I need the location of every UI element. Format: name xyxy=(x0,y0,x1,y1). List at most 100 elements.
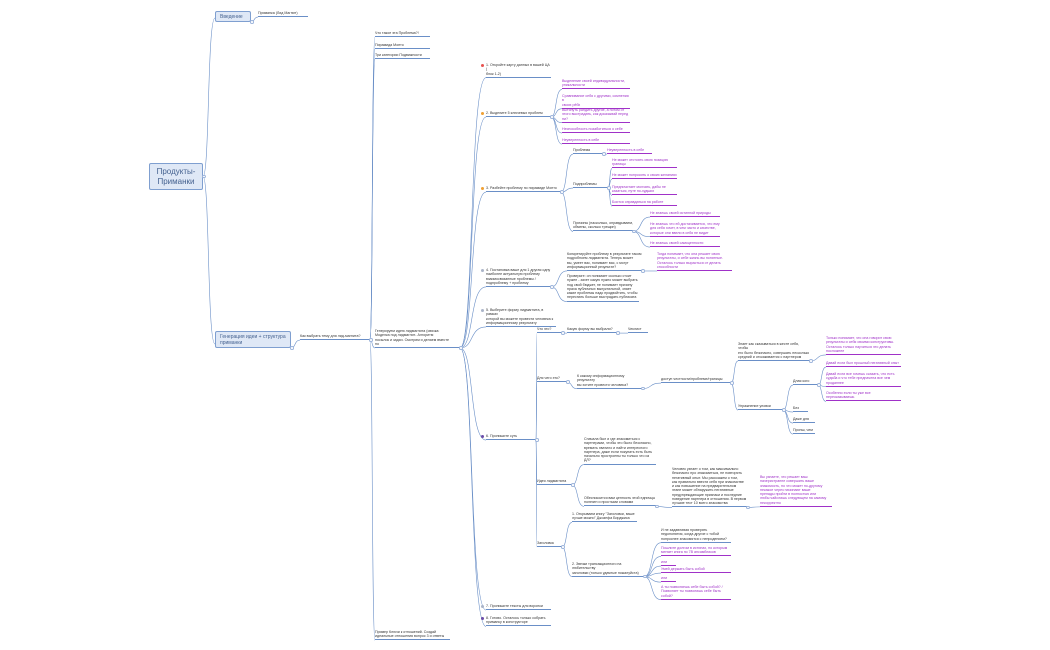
mind-node-pr2[interactable]: Не знаешь что ей достачивается, что ему … xyxy=(650,222,720,237)
collapse-toggle-icon[interactable] xyxy=(202,174,206,179)
mind-node-primer_kluchi[interactable]: Пример Ключи к отношений. Создай идеальн… xyxy=(375,630,450,641)
mind-node-s2a[interactable]: Выделение своей индивидуальности, уникал… xyxy=(562,79,630,90)
mind-node-s5[interactable]: 5. Выберите форму лидмагнита, в рамках к… xyxy=(486,308,556,327)
mind-node-pp1[interactable]: Не может отстоять свою позицию границы xyxy=(612,158,677,169)
mind-node-pp4[interactable]: Боится оправдаться на работе xyxy=(612,200,677,207)
connector-line xyxy=(782,384,794,411)
mind-node-ch3[interactable]: Обеспокоится вам ценность этой едничцы п… xyxy=(584,496,656,507)
mind-node-vy_uznaete[interactable]: Вы узнаете, что решает ваш начеристранне… xyxy=(760,475,832,507)
connector-line xyxy=(561,546,573,577)
mind-node-s2e[interactable]: Неуверенность в себе xyxy=(562,138,630,145)
collapse-toggle-icon[interactable] xyxy=(369,338,373,342)
collapse-toggle-icon[interactable] xyxy=(550,285,554,289)
mind-node-s6[interactable]: 6. Пропишите суть xyxy=(486,434,536,441)
collapse-toggle-icon[interactable] xyxy=(641,269,645,273)
mind-node-s8[interactable]: 8. Готово. Осталось только собрать прима… xyxy=(486,616,551,627)
collapse-toggle-icon[interactable] xyxy=(550,115,554,119)
mind-node-tolko_ponimaet[interactable]: Только понимает, что она говорит свою ре… xyxy=(826,336,901,355)
collapse-toggle-icon[interactable] xyxy=(561,545,565,549)
connector-line xyxy=(641,382,662,389)
mind-node-dk2[interactable]: Давай если все хочешь сказать, что есть … xyxy=(826,372,901,387)
collapse-toggle-icon[interactable] xyxy=(535,438,539,442)
mind-node-chto_eto[interactable]: Что это? xyxy=(537,327,562,334)
mind-node-s2d[interactable]: Неспособность позаботиться о себе xyxy=(562,127,630,134)
collapse-toggle-icon[interactable] xyxy=(607,186,611,190)
mind-node-s2b[interactable]: Сравнивание себя с другими, сомнения в с… xyxy=(562,94,630,109)
mind-node-z2a[interactable]: И не задавливая проверять недопонятия, к… xyxy=(661,528,731,543)
mind-node-pr3[interactable]: Не знаешь своей самоценности xyxy=(650,241,720,248)
mind-node-s4c[interactable]: Проверьте: он понимает сколько стоит нуж… xyxy=(567,274,639,302)
collapse-toggle-icon[interactable] xyxy=(250,20,254,24)
mind-node-ideya_lidmagnita[interactable]: Идея лидмагнита xyxy=(537,479,572,486)
collapse-toggle-icon[interactable] xyxy=(655,504,659,509)
connector-line xyxy=(730,382,739,411)
mind-node-generatsiya[interactable]: Генерация идеи + структура приманки xyxy=(215,331,291,348)
mind-node-neuverennost[interactable]: Неуверенность в себе xyxy=(607,148,652,155)
mind-node-dlya_kogo[interactable]: Длая кого xyxy=(793,379,818,386)
collapse-toggle-icon[interactable] xyxy=(566,380,570,384)
mind-node-dk1[interactable]: Давай если был прошлый негативный опыт xyxy=(826,361,901,368)
mind-node-z2b[interactable]: Пошлите долгом в истинах, по которым мен… xyxy=(661,546,731,557)
mind-node-prichiny[interactable]: Причины (насколько, оправдываем, обмены,… xyxy=(573,221,633,232)
collapse-toggle-icon[interactable] xyxy=(730,381,734,385)
mind-node-problema[interactable]: Проблема xyxy=(573,148,603,155)
mind-node-pronsh[interactable]: Пронш, чем xyxy=(793,428,815,435)
mind-node-zagolovok[interactable]: Заголовок xyxy=(537,541,562,548)
mind-node-generiruem[interactable]: Генерируем идею лидмагнита (связка: Моде… xyxy=(375,329,460,348)
mind-node-s4a[interactable]: Конкретируйте проблему в результате тако… xyxy=(567,252,642,271)
mind-node-kak_vybrat[interactable]: Как выбрать тему для лид-магнита? xyxy=(300,334,370,341)
mind-node-pp3[interactable]: Предпочитает молчать, дабы не казаться, … xyxy=(612,185,677,196)
mind-node-primanka_lead[interactable]: Приманка (Лид Магнит) xyxy=(258,11,308,18)
mind-node-k_kakomu[interactable]: К какому информационному результату вы х… xyxy=(577,374,642,389)
mind-node-dlya_chego[interactable]: Для чего это? xyxy=(537,376,567,383)
mind-node-vvedenie[interactable]: Введение xyxy=(215,11,251,22)
collapse-toggle-icon[interactable] xyxy=(560,190,564,194)
collapse-toggle-icon[interactable] xyxy=(817,383,821,387)
collapse-toggle-icon[interactable] xyxy=(746,505,750,510)
mind-node-kakuyu_formu[interactable]: Какую форму вы выбрали? xyxy=(567,327,617,334)
collapse-toggle-icon[interactable] xyxy=(641,386,645,391)
collapse-toggle-icon[interactable] xyxy=(602,152,606,156)
mind-node-dazhe_dlya[interactable]: Даже для xyxy=(793,417,815,424)
mind-node-s3[interactable]: 3. Разбейте проблему по пирамиде Монто xyxy=(486,186,561,193)
mind-node-s7[interactable]: 7. Пропишите тексты для воронки xyxy=(486,604,551,611)
mind-node-ili2[interactable]: или xyxy=(661,576,676,583)
mind-node-pr1[interactable]: Не знаешь своей истинной природы xyxy=(650,211,720,218)
connector-line xyxy=(561,522,573,548)
mind-node-chto_takoe[interactable]: Что такое эта Проблема?! xyxy=(375,31,430,38)
collapse-toggle-icon[interactable] xyxy=(290,346,294,350)
mind-node-s2c[interactable]: Вытянуть рандить другие, а потом от этог… xyxy=(562,108,630,123)
mind-node-z2[interactable]: 2. Звезки трансакционного на любительств… xyxy=(572,562,644,577)
mind-node-z1[interactable]: 1. Открываем книгу "Заголовки, ваше лучш… xyxy=(572,512,637,523)
mind-node-s1[interactable]: 1. Откройте карту данных в вашей ЦА ( бл… xyxy=(486,63,551,78)
mind-node-s2[interactable]: 2. Выделите 5 ключевых проблем xyxy=(486,111,551,118)
collapse-toggle-icon[interactable] xyxy=(459,346,463,350)
collapse-toggle-icon[interactable] xyxy=(571,483,575,487)
collapse-toggle-icon[interactable] xyxy=(561,331,565,335)
mind-node-s4b[interactable]: Тогда понимает, что она решает свою резу… xyxy=(657,252,732,271)
mind-node-dk3[interactable]: Особенно если ты уже все переоказываешь xyxy=(826,391,901,402)
connector-line xyxy=(560,153,574,193)
collapse-toggle-icon[interactable] xyxy=(632,229,636,234)
connector-line xyxy=(632,231,651,248)
mind-node-podproblemy[interactable]: Подпроблемы xyxy=(573,182,608,189)
mind-node-s4[interactable]: 4. Постановка ваше для 1 другая одну наи… xyxy=(486,268,551,287)
mind-node-chek[interactable]: Чеклист xyxy=(628,327,648,334)
mind-node-ch1[interactable]: Сначала был и где знакомиться с партнера… xyxy=(584,437,656,465)
root-node[interactable]: Продукты- Приманки xyxy=(149,163,203,190)
mind-node-uprazhnenie[interactable]: Упражнение уловки xyxy=(738,404,783,411)
mind-node-bez[interactable]: Без xyxy=(793,406,808,413)
mind-node-piramida[interactable]: Пирамида Монто xyxy=(375,43,430,50)
mind-node-ili1[interactable]: или xyxy=(661,560,676,567)
mind-node-z2d[interactable]: А ты позволяешь себе быть собой? / Позво… xyxy=(661,585,731,600)
mind-node-pp2[interactable]: Не может попросить о своих желаниях xyxy=(612,173,677,180)
collapse-toggle-icon[interactable] xyxy=(809,359,813,363)
mind-node-znaet_kak[interactable]: Знает как сказываться в жесте себя, чтоб… xyxy=(738,342,810,361)
mind-node-dostupnost[interactable]: доступ честности/проблеме/границы xyxy=(661,377,731,384)
mind-node-tri_kategorii[interactable]: Три категории Подвижности xyxy=(375,53,430,60)
collapse-toggle-icon[interactable] xyxy=(643,574,647,579)
collapse-toggle-icon[interactable] xyxy=(616,331,620,335)
mind-node-z2c[interactable]: Умей держать быть собой xyxy=(661,567,731,574)
mind-node-ch2[interactable]: Человек узнает о том, как максимально бе… xyxy=(672,467,747,508)
collapse-toggle-icon[interactable] xyxy=(782,408,786,412)
